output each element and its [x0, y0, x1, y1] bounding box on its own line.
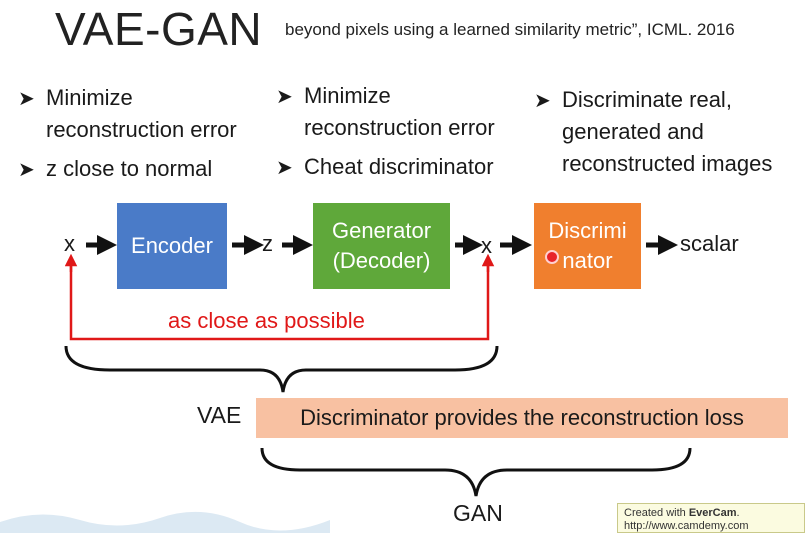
reconstruction-loss-text: Discriminator provides the reconstructio…: [300, 405, 744, 430]
bullet-arrow-icon: ➤: [18, 159, 35, 181]
scalar-output: scalar: [680, 231, 739, 256]
pointer-cursor-icon: [545, 250, 559, 264]
discriminator-label-line1: Discrimi: [548, 218, 627, 243]
bullet-continuation: reconstructed images: [562, 151, 773, 176]
gan-label: GAN: [453, 500, 503, 526]
input-x: x: [64, 231, 75, 256]
vae-brace: [64, 345, 499, 393]
bullet-discriminate: ➤Discriminate real,: [534, 84, 732, 117]
watermark-brand: EverCam: [688, 507, 737, 519]
watermark-url: http://www.camdemy.com: [624, 520, 749, 532]
bullet-minimize-2: ➤Minimize: [276, 80, 391, 113]
discriminator-label-line2: nator: [562, 248, 613, 273]
output-x: x: [481, 233, 492, 258]
bullet-arrow-icon: ➤: [18, 88, 35, 110]
evercam-watermark: Created with EverCam. http://www.camdemy…: [617, 503, 805, 533]
encoder-label: Encoder: [131, 233, 213, 258]
close-connector: [69, 264, 490, 341]
reconstruction-loss-box: Discriminator provides the reconstructio…: [256, 398, 788, 438]
bullet-minimize-1: ➤Minimize: [18, 82, 133, 115]
latent-z: z: [262, 231, 273, 256]
bullet-arrow-icon: ➤: [276, 157, 293, 179]
decoder-label: (Decoder): [332, 248, 431, 273]
bullet-arrow-icon: ➤: [534, 90, 551, 112]
slide-title: VAE-GAN: [55, 3, 263, 55]
background-decoration: [0, 511, 330, 533]
discriminator-box: Discrimi nator: [534, 203, 641, 289]
generator-box: Generator (Decoder): [313, 203, 450, 289]
bullet-continuation: generated and: [562, 119, 704, 144]
bullet-continuation: reconstruction error: [46, 117, 237, 142]
citation: beyond pixels using a learned similarity…: [285, 0, 735, 42]
bullet-z-normal: ➤z close to normal: [18, 153, 212, 186]
encoder-box: Encoder: [117, 203, 227, 289]
close-as-possible-label: as close as possible: [168, 308, 365, 333]
bullet-continuation: reconstruction error: [304, 115, 495, 140]
citation-line: beyond pixels using a learned similarity…: [285, 20, 735, 39]
bullet-cheat: ➤Cheat discriminator: [276, 151, 494, 184]
vae-label: VAE: [197, 402, 242, 428]
gan-brace: [260, 447, 692, 497]
bullet-arrow-icon: ➤: [276, 86, 293, 108]
generator-label: Generator: [331, 218, 432, 243]
